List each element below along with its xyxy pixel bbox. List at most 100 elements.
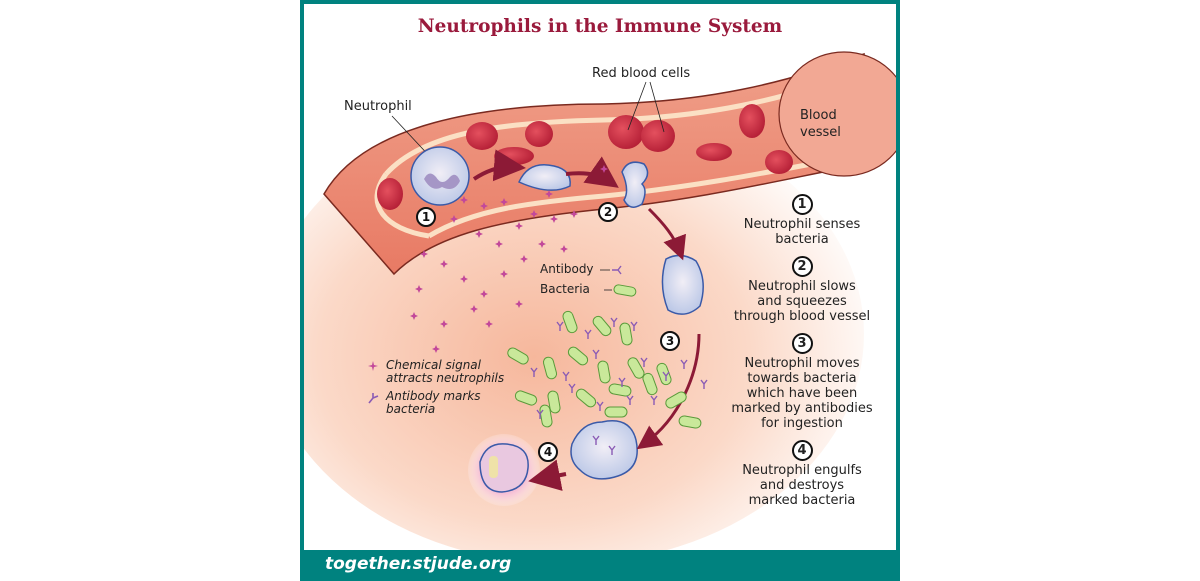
bacterium — [642, 372, 658, 396]
step-4: 4 Neutrophil engulfs and destroys marked… — [712, 440, 892, 508]
chemical-signal — [440, 260, 448, 268]
chemical-signal — [410, 312, 418, 320]
neutrophil-step3 — [661, 254, 704, 315]
vessel-opening — [778, 51, 896, 177]
diagram-frame: Neutrophils in the Immune System Neutrop… — [300, 0, 900, 581]
chemical-signal — [460, 275, 468, 283]
bacterium — [575, 388, 597, 408]
chemical-signal — [515, 300, 523, 308]
rbc-pointer-2 — [649, 81, 665, 133]
arrow-2-to-3 — [647, 207, 686, 261]
chemical-signal — [500, 198, 508, 206]
antibody-sample — [612, 265, 622, 275]
step-number: 1 — [791, 194, 813, 215]
bacteria-sample — [613, 284, 637, 297]
step-3: 3 Neutrophil moves towards bacteria whic… — [712, 333, 892, 431]
footer-bar: together.stjude.org — [300, 550, 900, 581]
chemical-signal — [415, 285, 423, 293]
neutrophil-step4-engulfing — [570, 420, 638, 480]
chemical-signal — [560, 245, 568, 253]
step-badge-4: 4 — [538, 442, 558, 462]
step-description: Neutrophil senses bacteria — [743, 217, 861, 247]
chemical-signal — [530, 210, 538, 218]
bacterium — [608, 383, 632, 397]
chemical-signals — [410, 165, 608, 353]
step-number: 2 — [791, 256, 813, 277]
antibody — [630, 321, 638, 331]
red-blood-cell — [608, 115, 644, 149]
vessel-wall-bottom — [427, 151, 865, 239]
bacterium — [547, 390, 561, 414]
footer-url[interactable]: together.stjude.org — [325, 554, 512, 574]
chemical-signal — [600, 165, 608, 173]
bacterium — [542, 356, 558, 380]
legend-item-antibody: Antibody marks bacteria — [366, 390, 504, 416]
bacterium — [567, 346, 589, 366]
chemical-signal — [520, 255, 528, 263]
red-blood-cell — [525, 121, 553, 147]
antibody — [610, 317, 618, 327]
chemical-signal — [538, 240, 546, 248]
red-blood-cell — [739, 104, 765, 138]
antibody-icon — [368, 393, 379, 404]
chemical-signal — [495, 240, 503, 248]
diagram-title: Neutrophils in the Immune System — [417, 16, 783, 37]
red-blood-cell — [696, 143, 732, 161]
antibody — [562, 371, 570, 381]
antibody — [626, 395, 634, 405]
antibody — [680, 359, 688, 369]
step-description: Neutrophil engulfs and destroys marked b… — [742, 463, 862, 508]
chemical-signal — [550, 215, 558, 223]
illustration — [304, 51, 896, 550]
label-blood-vessel-line2: vessel — [800, 125, 841, 140]
step-badge-1: 1 — [416, 207, 436, 227]
bacterium — [627, 357, 645, 379]
step-description: Neutrophil slows and squeezes through bl… — [733, 279, 871, 324]
chemical-signal — [432, 345, 440, 353]
step-badge-3: 3 — [660, 331, 680, 351]
digested-bacterium — [489, 456, 498, 478]
chemical-signal — [475, 230, 483, 238]
chemical-signal-icon — [368, 361, 378, 371]
chemical-signal — [420, 250, 428, 258]
bacterium — [665, 391, 687, 409]
bacterium — [619, 322, 633, 346]
bacterium — [592, 315, 612, 337]
chemical-signal — [515, 222, 523, 230]
antibody — [530, 367, 538, 377]
legend-item-chemical-signal: Chemical signal attracts neutrophils — [366, 359, 504, 385]
label-blood-vessel-line1: Blood — [800, 108, 837, 123]
legend-text: Chemical signal attracts neutrophils — [386, 358, 505, 385]
legend-text: Antibody marks bacteria — [386, 389, 481, 416]
red-blood-cell — [466, 122, 498, 150]
chemical-signal — [570, 210, 578, 218]
label-red-blood-cells: Red blood cells — [592, 66, 691, 81]
step-description: Neutrophil moves towards bacteria which … — [731, 356, 873, 431]
diagram-panel: Neutrophils in the Immune System Neutrop… — [304, 4, 896, 550]
antibody — [584, 329, 592, 339]
step-badge-2: 2 — [598, 202, 618, 222]
antibody — [618, 377, 626, 387]
bacterium — [562, 310, 578, 334]
rbc-pointer-1 — [627, 81, 647, 131]
antibodies-group — [530, 317, 708, 455]
chemical-signal — [485, 320, 493, 328]
bacterium — [678, 415, 702, 429]
bacterium — [514, 390, 538, 406]
label-antibody: Antibody — [540, 262, 594, 276]
antibody — [592, 349, 600, 359]
chemical-signal — [460, 196, 468, 204]
chemical-signal — [440, 320, 448, 328]
chemical-signal — [500, 270, 508, 278]
antibody — [596, 401, 604, 411]
label-neutrophil: Neutrophil — [344, 99, 412, 114]
antibody — [592, 435, 600, 445]
red-blood-cell — [377, 178, 403, 210]
steps-list: 1 Neutrophil senses bacteria 2 Neutrophi… — [712, 194, 892, 517]
step-number: 4 — [791, 440, 813, 461]
antibody — [700, 379, 708, 389]
arrow-4-to-destroy — [528, 459, 567, 491]
antibody — [556, 321, 564, 331]
red-blood-cell — [765, 150, 793, 174]
antibody — [650, 395, 658, 405]
